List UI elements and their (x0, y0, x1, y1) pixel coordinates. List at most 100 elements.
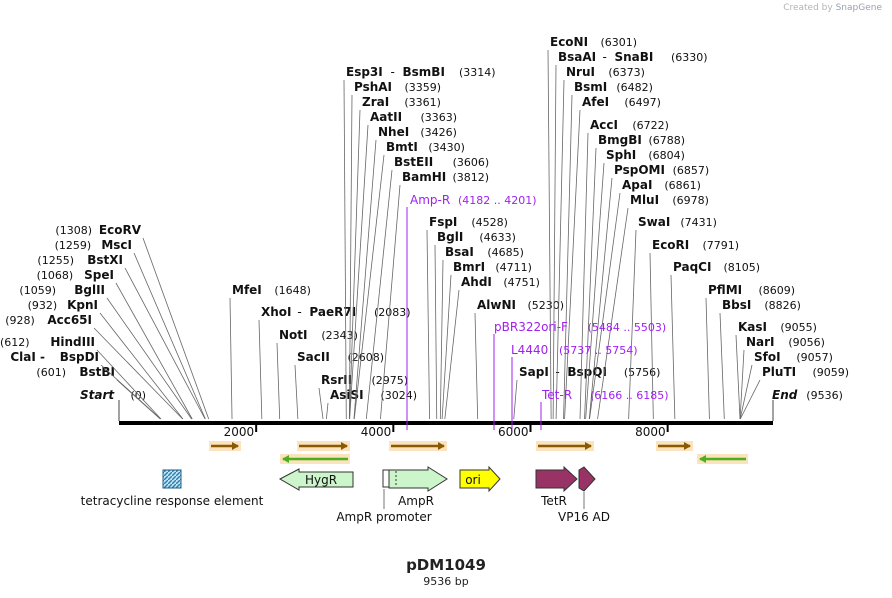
site-name: AfeI (582, 95, 609, 109)
site-position: (2608) (348, 351, 385, 364)
site-connector (258, 319, 263, 420)
site-name: SwaI (638, 215, 670, 229)
site-position: (6861) (664, 179, 701, 192)
snapgene-credit: Created by SnapGene (783, 3, 882, 13)
feature-label: ori (465, 473, 481, 487)
site-connector (106, 297, 192, 420)
site-name: BspQI (567, 365, 607, 379)
feature-ampr-arrow (388, 466, 448, 492)
site-name: PflMI (708, 283, 742, 297)
site-position: (6373) (608, 66, 645, 79)
site-position: (4528) (471, 216, 508, 229)
site-position: (1255) (37, 254, 74, 267)
site-position: (1068) (37, 269, 74, 282)
ruler-tick-label: 2000 (224, 425, 255, 439)
site-connector (353, 154, 385, 420)
site-name: PluTI (762, 365, 796, 379)
site-position: (1059) (19, 284, 56, 297)
site-connector (93, 327, 183, 420)
feature-tetr-arrow (535, 465, 578, 493)
site-name: BmtI (386, 140, 418, 154)
ruler-tick-label: 6000 (498, 425, 529, 439)
site-connector (439, 259, 444, 420)
plasmid-length: 9536 bp (423, 575, 469, 588)
primer-range: (6166 .. 6185) (590, 389, 669, 402)
site-connector (474, 312, 479, 420)
map-end-label: End (772, 388, 798, 402)
site-position: (612) (0, 336, 30, 349)
map-end-position: (9536) (806, 389, 843, 402)
orf-arrow (536, 441, 594, 451)
site-position: (3359) (405, 81, 442, 94)
site-name: PaqCI (673, 260, 711, 274)
site-position: (4751) (503, 276, 540, 289)
site-position: (3024) (381, 389, 418, 402)
site-position: (6722) (632, 119, 669, 132)
site-connector (579, 132, 589, 420)
site-name: BstEII (394, 155, 433, 169)
site-connector (380, 184, 401, 420)
site-connector (739, 349, 745, 420)
site-connector (670, 274, 676, 420)
site-position: (928) (5, 314, 35, 327)
site-position: (601) (36, 366, 66, 379)
site-name: BmrI (453, 260, 485, 274)
site-connector (628, 229, 637, 420)
site-connector (343, 79, 347, 420)
site-separator: - (391, 65, 395, 79)
site-position: (6482) (616, 81, 653, 94)
site-name: SacII (297, 350, 330, 364)
site-position: (6804) (648, 149, 685, 162)
ruler-tick-label: 8000 (635, 425, 666, 439)
primer-name: Amp-R (410, 193, 450, 207)
site-position: (1308) (55, 224, 92, 237)
site-position: (9055) (780, 321, 817, 334)
site-position: (5756) (624, 366, 661, 379)
site-position: (3361) (404, 96, 441, 109)
site-name: BmgBI (598, 133, 642, 147)
feature-label: TetR (540, 494, 567, 508)
site-connector (563, 94, 573, 420)
site-connector (96, 349, 162, 420)
site-connector (513, 379, 518, 420)
site-connector (365, 169, 393, 420)
site-connector (555, 79, 565, 420)
site-connector (735, 334, 741, 420)
orf-arrow-reverse (697, 454, 748, 464)
site-position: (2975) (372, 374, 409, 387)
site-position: (9057) (796, 351, 833, 364)
site-position: (6857) (673, 164, 710, 177)
site-name: BstBI (79, 365, 115, 379)
site-name: XhoI (261, 305, 292, 319)
site-name: AsiSI (330, 388, 364, 402)
site-name: BsmBI (403, 65, 445, 79)
site-position: (7431) (680, 216, 717, 229)
site-connector (719, 312, 725, 420)
site-name: MfeI (232, 283, 262, 297)
site-connector (133, 252, 206, 420)
site-connector (588, 177, 613, 420)
orf-arrow (209, 441, 241, 451)
site-position: (7791) (703, 239, 740, 252)
feature-label: tetracycline response element (81, 494, 264, 508)
site-position: (6978) (672, 194, 709, 207)
site-name: SphI (606, 148, 636, 162)
site-name: BbsI (722, 298, 751, 312)
site-connector (584, 147, 597, 420)
primer-name: pBR322ori-F (494, 320, 568, 334)
site-connector (349, 124, 369, 420)
site-connector (739, 364, 753, 420)
site-position: (2343) (321, 329, 358, 342)
feature-hygr-arrow (278, 468, 354, 491)
site-connector (142, 237, 210, 420)
site-name: NotI (279, 328, 308, 342)
site-position: (3606) (453, 156, 490, 169)
site-name: EcoRI (652, 238, 689, 252)
site-position: (1648) (274, 284, 311, 297)
site-connector (434, 244, 438, 420)
site-name: NarI (746, 335, 775, 349)
feature-label: VP16 AD (558, 510, 610, 524)
site-connector (426, 229, 430, 420)
site-name: KpnI (67, 298, 98, 312)
